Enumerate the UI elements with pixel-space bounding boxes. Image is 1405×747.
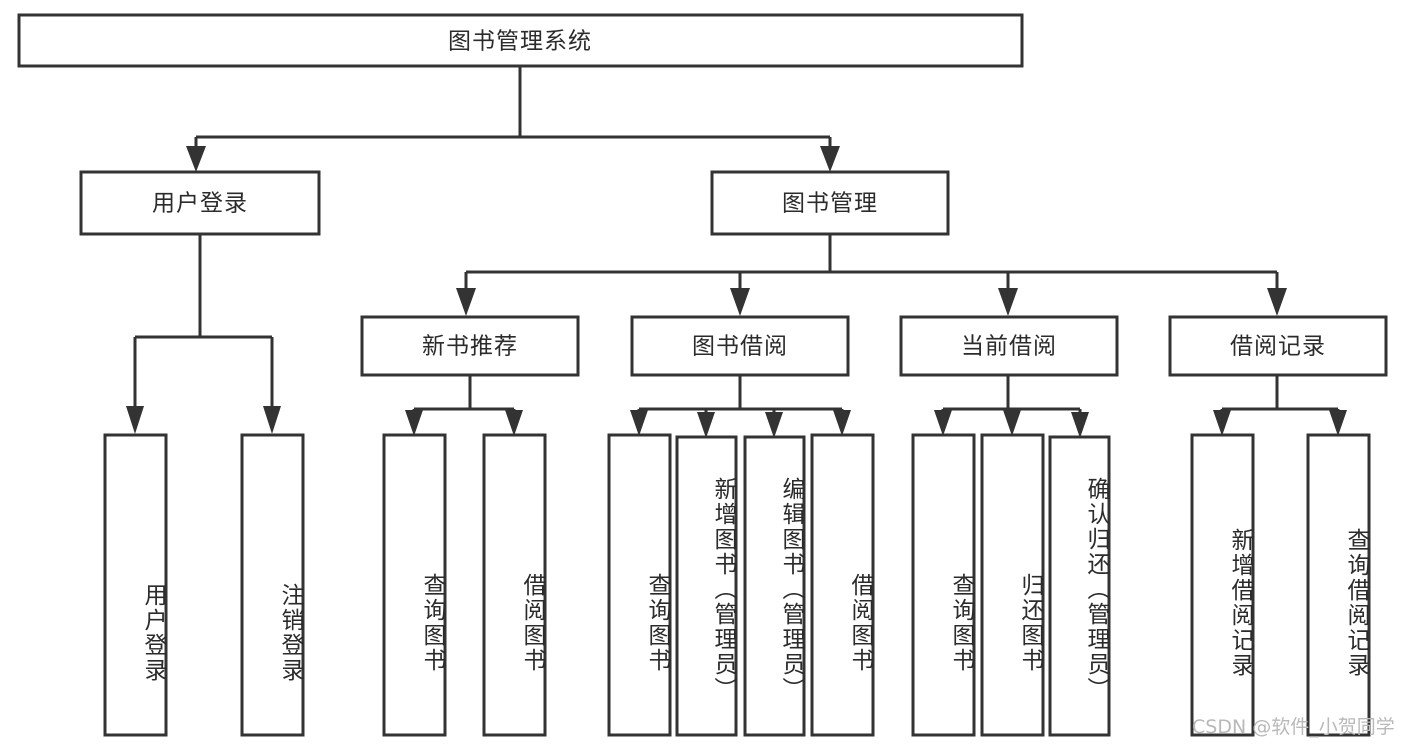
node-leaf-edit-book[interactable] <box>743 435 806 737</box>
arrow-head-leaf-query-record <box>1329 410 1347 436</box>
node-book-mgmt-label: 图书管理 <box>782 191 878 217</box>
arrow-head-book-borrow <box>730 288 750 316</box>
node-leaf-logout[interactable] <box>240 433 305 737</box>
arrow-head-borrow-record <box>1267 288 1287 316</box>
node-user-login-label: 用户登录 <box>152 191 248 217</box>
node-current-borrow[interactable] <box>899 315 1119 377</box>
arrow-head-leaf-logout <box>263 406 281 434</box>
node-user-login[interactable] <box>79 170 321 236</box>
node-borrow-record[interactable] <box>1168 315 1388 377</box>
node-leaf-return-book[interactable] <box>980 433 1045 737</box>
node-new-book-rec[interactable] <box>360 315 580 377</box>
node-borrow-record-label: 借阅记录 <box>1230 334 1326 360</box>
node-root-label: 图书管理系统 <box>448 29 592 55</box>
arrow-head-leaf-add-book <box>697 412 715 438</box>
node-book-borrow[interactable] <box>630 315 850 377</box>
arrow-head-leaf-query-book-3 <box>934 410 952 436</box>
arrow-head-leaf-query-book-1 <box>405 410 423 436</box>
arrow-head-leaf-confirm-return <box>1071 412 1089 438</box>
arrow-head-user-login <box>186 146 206 172</box>
nodes-layer: 图书管理系统 用户登录 图书管理 新书推荐 图书借阅 当前借阅 借阅记录 <box>17 13 1388 737</box>
arrow-head-leaf-edit-book <box>765 412 783 438</box>
csdn-watermark: CSDN @软件_小贺同学 <box>1192 716 1395 738</box>
node-leaf-confirm-return[interactable] <box>1048 435 1111 737</box>
arrow-head-current-borrow <box>998 288 1018 316</box>
node-book-mgmt[interactable] <box>710 170 950 236</box>
node-leaf-add-book[interactable] <box>675 435 738 737</box>
node-leaf-query-book-2[interactable] <box>607 433 672 737</box>
node-leaf-borrow-book-1[interactable] <box>482 433 547 737</box>
arrow-head-leaf-return-book <box>1003 410 1021 436</box>
arrow-head-leaf-borrow-book-1 <box>505 410 523 436</box>
node-leaf-borrow-book-2[interactable] <box>810 433 875 737</box>
node-leaf-add-record[interactable] <box>1190 433 1255 737</box>
arrow-head-book-mgmt <box>820 146 840 172</box>
node-leaf-query-book-1[interactable] <box>382 433 447 737</box>
connectors-layer <box>126 66 1347 438</box>
arrow-head-leaf-query-book-2 <box>630 410 648 436</box>
arrow-head-leaf-add-record <box>1213 410 1231 436</box>
arrow-head-new-book-rec <box>456 288 476 316</box>
arrow-head-leaf-user-login <box>126 406 144 434</box>
arrow-head-leaf-borrow-book-2 <box>833 410 851 436</box>
node-leaf-query-record[interactable] <box>1306 433 1371 737</box>
node-leaf-query-book-3[interactable] <box>911 433 976 737</box>
node-root[interactable] <box>17 13 1024 68</box>
node-current-borrow-label: 当前借阅 <box>961 334 1057 360</box>
node-leaf-user-login[interactable] <box>103 433 168 737</box>
node-book-borrow-label: 图书借阅 <box>692 334 788 360</box>
node-new-book-rec-label: 新书推荐 <box>422 334 518 360</box>
